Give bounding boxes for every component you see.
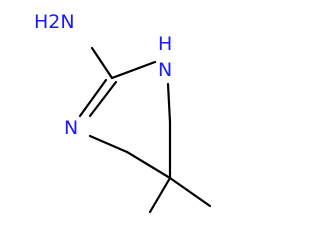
bond-c5-methyl-a — [148, 176, 172, 214]
structure-diagram: H2N H N N — [34, 11, 212, 214]
molecule-svg: H2N H N N — [34, 11, 212, 214]
bond-n1-c6 — [166, 82, 172, 124]
ring-nh-h-label: H — [158, 33, 172, 55]
bond-c5-methyl-b — [168, 176, 212, 208]
ring-nh-n-label: N — [158, 59, 172, 81]
amine-label: H2N — [34, 11, 75, 33]
bond-c4-n3 — [88, 134, 129, 154]
bond-n3-c2-inner — [78, 78, 108, 118]
imine-n-label: N — [64, 117, 78, 139]
bond-c2-nh2 — [90, 46, 114, 80]
bond-n3-c2-outer — [88, 80, 118, 118]
bond-c5-c4 — [125, 150, 172, 180]
bond-c2-n1 — [110, 60, 157, 80]
